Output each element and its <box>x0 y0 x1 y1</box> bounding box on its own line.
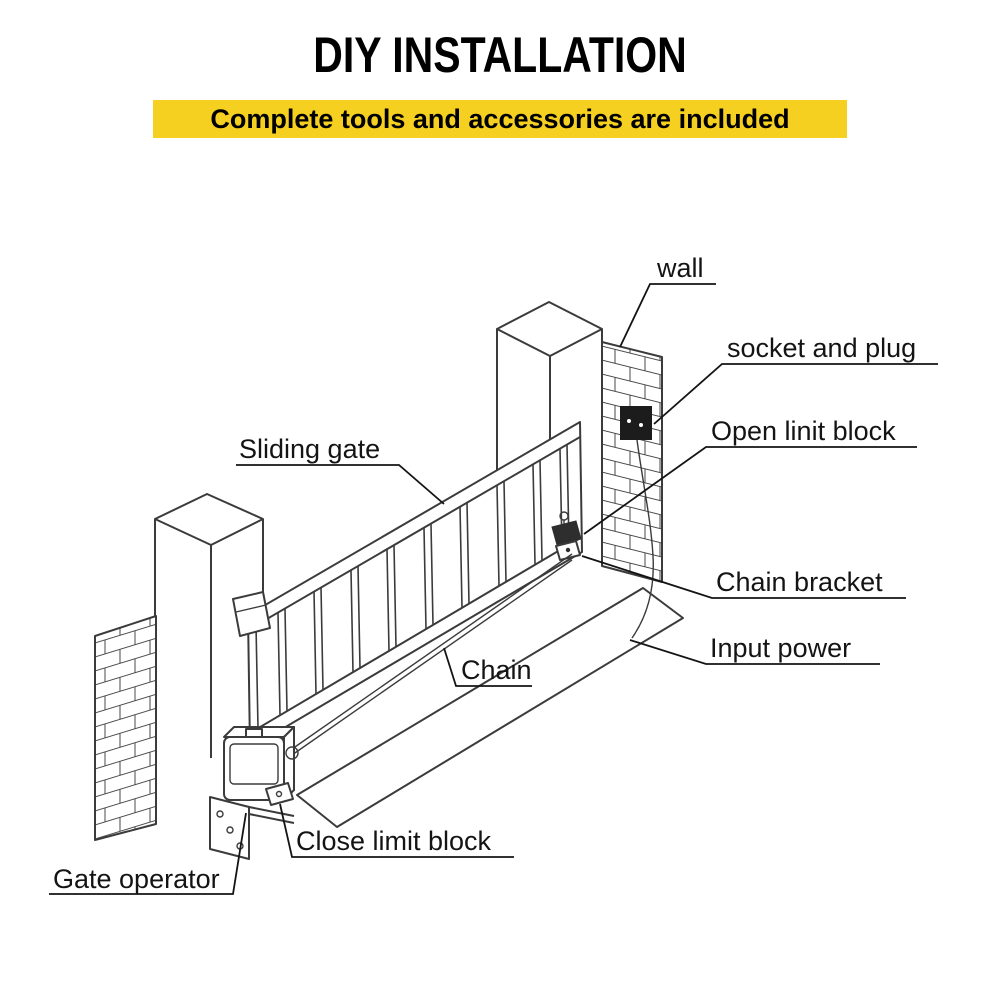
leader-socket <box>653 363 938 425</box>
socket-and-plug <box>620 406 652 440</box>
label-open-limit-block: Open linit block <box>711 416 896 446</box>
chain-bracket <box>555 540 581 561</box>
leader-wall <box>619 283 716 348</box>
socket-icon <box>620 406 652 440</box>
open-limit-block <box>551 511 582 546</box>
right-wall <box>601 341 663 583</box>
mounting-bracket <box>209 796 250 860</box>
label-close-limit-block: Close limit block <box>296 826 492 856</box>
gate-bars <box>255 444 570 729</box>
leader-lines <box>49 283 938 895</box>
leader-input-power <box>629 639 880 665</box>
chain <box>291 553 573 756</box>
sliding-gate <box>247 421 583 749</box>
page-title: DIY INSTALLATION <box>313 27 687 83</box>
leader-open-limit <box>583 446 917 535</box>
label-socket-and-plug: socket and plug <box>727 333 916 363</box>
ground-slab <box>296 587 684 828</box>
label-chain-bracket: Chain bracket <box>716 567 883 597</box>
close-limit-block <box>265 782 294 806</box>
left-wall <box>94 615 157 841</box>
roller-bracket <box>232 591 271 637</box>
sprocket-icon <box>285 746 299 760</box>
label-gate-operator: Gate operator <box>53 864 220 894</box>
input-power-cable <box>631 439 654 639</box>
label-wall: wall <box>656 253 704 283</box>
label-input-power: Input power <box>710 633 851 663</box>
leader-chain <box>443 647 532 687</box>
leader-chain-bracket <box>581 555 906 599</box>
labels: wall socket and plug Open linit block Ch… <box>53 253 916 894</box>
leader-gate-operator <box>49 812 247 895</box>
leader-sliding-gate <box>236 464 445 505</box>
leader-close-limit <box>279 803 514 858</box>
label-sliding-gate: Sliding gate <box>239 434 380 464</box>
gate-operator <box>213 726 299 824</box>
label-chain: Chain <box>461 655 532 685</box>
banner-text: Complete tools and accessories are inclu… <box>210 103 790 134</box>
banner: Complete tools and accessories are inclu… <box>153 100 847 138</box>
